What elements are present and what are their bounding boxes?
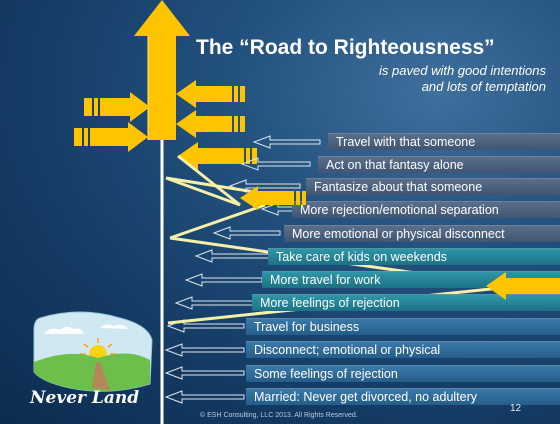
outline-arrow (240, 157, 311, 171)
temptation-line (177, 154, 241, 207)
page-number: 12 (510, 403, 522, 414)
slide-title: The “Road to Righteousness” (196, 36, 495, 59)
step-bar: More feelings of rejection (252, 294, 560, 311)
step-bar: More travel for work (262, 271, 560, 288)
left-arrow (240, 186, 306, 210)
left-arrow (176, 80, 245, 108)
temptation-line (169, 203, 266, 240)
outline-arrow (212, 226, 281, 240)
temptation-line (165, 176, 241, 207)
step-bar: Travel for business (246, 318, 560, 335)
left-arrow (486, 272, 560, 300)
step-bar: Married: Never get divorced, no adultery (246, 388, 560, 405)
outline-arrow (164, 390, 245, 404)
copyright-footer: © ESH Consulting, LLC 2013. All Rights R… (200, 412, 358, 419)
road-icon (92, 362, 110, 390)
logo-text: Never Land (30, 388, 140, 408)
right-arrow (74, 122, 148, 152)
step-bar: Fantasize about that someone (306, 178, 560, 195)
outline-arrow (252, 135, 321, 149)
outline-arrow (164, 343, 245, 357)
cloud-icon (100, 324, 128, 329)
slide-subtitle-line2: and lots of temptation (421, 79, 546, 94)
step-bar: Some feelings of rejection (246, 365, 560, 382)
outline-arrow (164, 366, 245, 380)
temptation-line (165, 176, 256, 194)
cloud-icon (44, 326, 84, 334)
step-bar: More rejection/emotional separation (292, 201, 560, 218)
hill-icon (34, 353, 150, 392)
step-bar: Travel with that someone (328, 133, 560, 150)
left-arrow (178, 142, 257, 170)
step-bar: Take care of kids on weekends (268, 248, 560, 265)
slide-subtitle-line1: is paved with good intentions (379, 63, 546, 78)
right-arrow (84, 92, 150, 122)
left-arrow (176, 110, 245, 138)
step-bar: More emotional or physical disconnect (284, 225, 560, 242)
step-bar: Act on that fantasy alone (318, 156, 560, 173)
step-bar: Disconnect; emotional or physical (246, 341, 560, 358)
